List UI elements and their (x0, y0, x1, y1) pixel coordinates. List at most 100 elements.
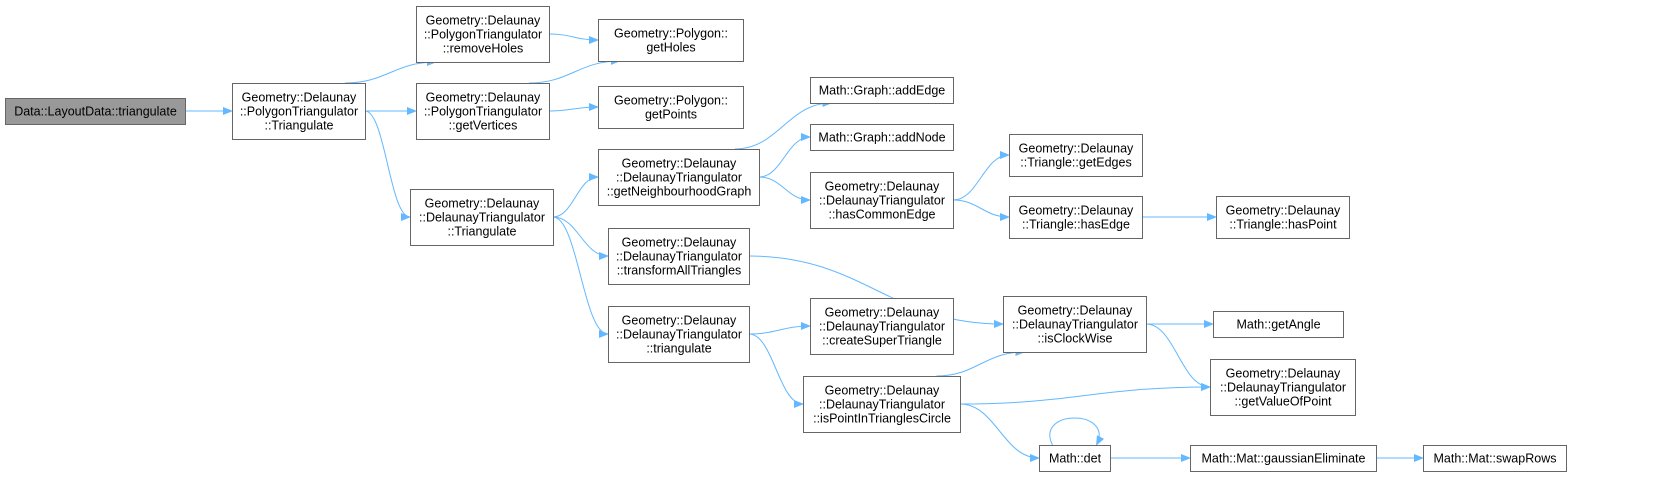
node-label-line: Geometry::Delaunay (1019, 203, 1134, 217)
node-label-line: ::getValueOfPoint (1234, 394, 1332, 408)
node-label-line: ::Triangle::getEdges (1020, 155, 1131, 169)
node-box (410, 189, 554, 246)
edge-deltri-ispointintrianglescircle-to-math-det (959, 403, 1040, 462)
edge-deltri-isclockwise-to-deltri-getvalueofpoint (1145, 323, 1211, 391)
node-label-line: Data::LayoutData::triangulate (14, 104, 177, 118)
node-deltri-ispointintrianglescircle[interactable]: Geometry::Delaunay::DelaunayTriangulator… (803, 376, 961, 433)
node-deltri-getvalueofpoint[interactable]: Geometry::Delaunay::DelaunayTriangulator… (1210, 359, 1356, 416)
edge-polytri-getvertices-to-polygon-getpoints (548, 103, 599, 112)
node-label-line: ::triangulate (646, 341, 711, 355)
edge-polytri-triangulate-to-deltri-triangulate (364, 110, 411, 221)
node-math-det[interactable]: Math::det (1039, 445, 1111, 472)
node-label-line: Math::det (1049, 451, 1102, 465)
node-box (598, 86, 744, 129)
node-label-line: ::DelaunayTriangulator (819, 193, 945, 207)
node-triangle-getedges[interactable]: Geometry::Delaunay::Triangle::getEdges (1009, 134, 1143, 177)
node-label-line: Geometry::Delaunay (242, 90, 357, 104)
node-label-line: Math::getAngle (1236, 317, 1320, 331)
node-box (1009, 134, 1143, 177)
node-box (1216, 196, 1350, 239)
node-box (232, 83, 366, 140)
node-label-line: Math::Graph::addNode (818, 130, 945, 144)
node-mat-swaprows[interactable]: Math::Mat::swapRows (1423, 445, 1567, 472)
edge-deltri-transformalltriangles-to-deltri-isclockwise (748, 255, 1004, 328)
node-label-line: ::removeHoles (443, 41, 524, 55)
node-layout-triangulate[interactable]: Data::LayoutData::triangulate (5, 98, 186, 125)
node-box (1003, 296, 1147, 353)
node-label-line: ::DelaunayTriangulator (616, 170, 742, 184)
node-polygon-getpoints[interactable]: Geometry::Polygon::getPoints (598, 86, 744, 129)
node-label-line: Geometry::Polygon:: (614, 26, 728, 40)
node-label-line: ::isPointInTrianglesCircle (813, 411, 951, 425)
node-polygon-getholes[interactable]: Geometry::Polygon::getHoles (598, 19, 744, 62)
node-triangle-haspoint[interactable]: Geometry::Delaunay::Triangle::hasPoint (1216, 196, 1350, 239)
node-box (803, 376, 961, 433)
node-triangle-hasedge[interactable]: Geometry::Delaunay::Triangle::hasEdge (1009, 196, 1143, 239)
node-deltri-hascommonedge[interactable]: Geometry::Delaunay::DelaunayTriangulator… (810, 172, 954, 229)
node-label-line: Geometry::Delaunay (426, 13, 541, 27)
node-box (416, 83, 550, 140)
node-label-line: Geometry::Delaunay (1226, 203, 1341, 217)
node-box (1423, 445, 1567, 472)
node-deltri-triangulate-lower[interactable]: Geometry::Delaunay::DelaunayTriangulator… (608, 306, 750, 363)
node-deltri-transformalltriangles[interactable]: Geometry::Delaunay::DelaunayTriangulator… (608, 228, 750, 285)
node-polytri-removeholes[interactable]: Geometry::Delaunay::PolygonTriangulator:… (416, 6, 550, 63)
edge-polytri-triangulate-to-polytri-removeholes (345, 58, 437, 84)
node-label-line: ::DelaunayTriangulator (419, 210, 545, 224)
node-label-line: ::DelaunayTriangulator (616, 249, 742, 263)
node-deltri-triangulate[interactable]: Geometry::Delaunay::DelaunayTriangulator… (410, 189, 554, 246)
edge-polytri-removeholes-to-polygon-getholes (548, 33, 599, 44)
node-label-line: ::transformAllTriangles (617, 263, 742, 277)
node-label-line: ::PolygonTriangulator (240, 104, 358, 118)
node-label-line: Geometry::Delaunay (825, 383, 940, 397)
node-graph-addedge[interactable]: Math::Graph::addEdge (810, 77, 954, 104)
node-label-line: ::hasCommonEdge (828, 207, 935, 221)
node-deltri-createsupertriangle[interactable]: Geometry::Delaunay::DelaunayTriangulator… (810, 298, 954, 355)
node-label-line: Geometry::Delaunay (622, 156, 737, 170)
node-label-line: Geometry::Delaunay (426, 90, 541, 104)
edge-deltri-triangulate-to-deltri-triangulate-lower (552, 216, 609, 338)
node-math-getangle[interactable]: Math::getAngle (1213, 311, 1344, 338)
node-label-line: Math::Mat::swapRows (1434, 451, 1557, 465)
node-box (1009, 196, 1143, 239)
node-label-line: getPoints (645, 107, 697, 121)
node-label-line: ::getVertices (449, 118, 518, 132)
node-label-line: Geometry::Delaunay (622, 235, 737, 249)
node-label-line: getHoles (646, 40, 695, 54)
edge-deltri-hascommonedge-to-triangle-getedges (952, 151, 1010, 201)
node-label-line: ::Triangle::hasPoint (1229, 217, 1337, 231)
node-label-line: ::isClockWise (1037, 331, 1112, 345)
node-label-line: ::DelaunayTriangulator (1220, 380, 1346, 394)
node-graph-addnode[interactable]: Math::Graph::addNode (810, 124, 954, 151)
node-label-line: Math::Mat::gaussianEliminate (1202, 451, 1366, 465)
node-polytri-getvertices[interactable]: Geometry::Delaunay::PolygonTriangulator:… (416, 83, 550, 140)
node-polytri-triangulate[interactable]: Geometry::Delaunay::PolygonTriangulator:… (232, 83, 366, 140)
node-label-line: Geometry::Delaunay (1226, 366, 1341, 380)
node-label-line: ::PolygonTriangulator (424, 27, 542, 41)
edge-deltri-hascommonedge-to-triangle-hasedge (952, 199, 1010, 221)
node-label-line: Geometry::Delaunay (1018, 303, 1133, 317)
edge-deltri-getneighbourhoodgraph-to-graph-addedge (734, 99, 833, 150)
node-box (5, 98, 186, 125)
node-label-line: ::DelaunayTriangulator (819, 397, 945, 411)
node-box (598, 149, 760, 206)
node-label-line: Math::Graph::addEdge (819, 83, 946, 97)
node-mat-gaussianeliminate[interactable]: Math::Mat::gaussianEliminate (1190, 445, 1377, 472)
node-box (810, 124, 954, 151)
node-box (416, 6, 550, 63)
edge-deltri-getneighbourhoodgraph-to-deltri-hascommonedge (758, 176, 811, 204)
node-box (1213, 311, 1344, 338)
node-deltri-getneighbourhoodgraph[interactable]: Geometry::Delaunay::DelaunayTriangulator… (598, 149, 760, 206)
node-box (608, 228, 750, 285)
node-label-line: Geometry::Polygon:: (614, 93, 728, 107)
nodes-layer: Data::LayoutData::triangulateGeometry::D… (5, 6, 1567, 472)
edge-deltri-getneighbourhoodgraph-to-graph-addnode (758, 133, 811, 178)
edge-math-det-to-math-det (1049, 417, 1105, 446)
edge-deltri-triangulate-to-deltri-transformalltriangles (552, 216, 609, 260)
edge-polytri-getvertices-to-polygon-getholes (529, 57, 621, 84)
node-box (810, 172, 954, 229)
node-deltri-isclockwise[interactable]: Geometry::Delaunay::DelaunayTriangulator… (1003, 296, 1147, 353)
node-label-line: ::DelaunayTriangulator (616, 327, 742, 341)
edge-deltri-triangulate-to-deltri-getneighbourhoodgraph (552, 173, 599, 218)
